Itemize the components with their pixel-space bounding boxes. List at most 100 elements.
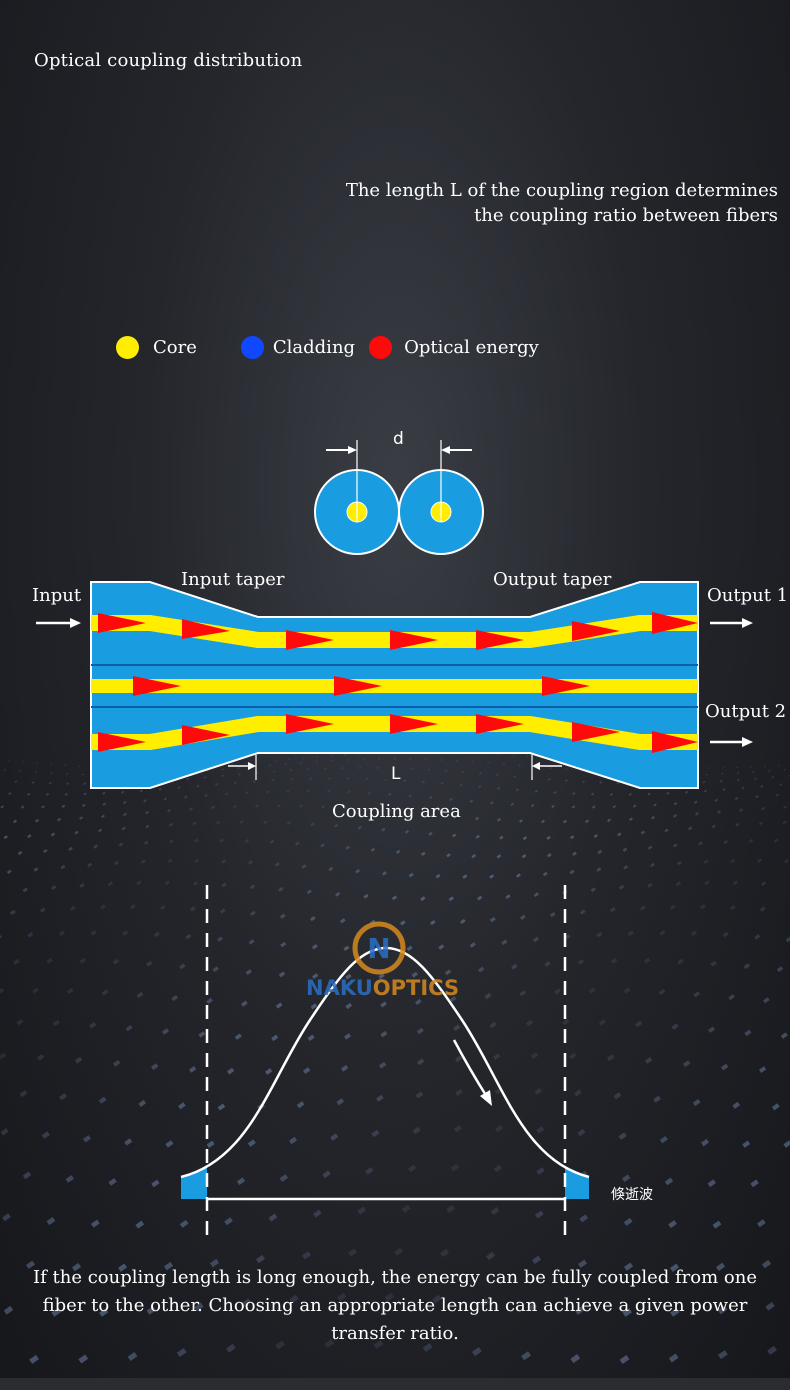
- background-dot: [236, 1177, 246, 1186]
- background-dot: [572, 851, 577, 856]
- background-dot: [757, 1219, 766, 1228]
- background-dot: [347, 1248, 358, 1257]
- background-dot: [329, 754, 333, 757]
- background-dot: [244, 838, 250, 844]
- background-dot: [46, 1217, 56, 1226]
- background-dot: [752, 771, 755, 774]
- legend-label-core: Core: [153, 337, 197, 358]
- energy-arrow-icon: [133, 676, 181, 696]
- background-dot: [346, 758, 350, 762]
- background-dot: [277, 803, 281, 808]
- legend-item-optical-energy: Optical energy: [369, 336, 539, 359]
- background-dot: [754, 777, 757, 781]
- background-dot: [502, 762, 506, 766]
- d-arrow-left-icon: [326, 446, 357, 454]
- background-dot: [408, 872, 414, 878]
- background-dot: [248, 939, 255, 945]
- background-dot: [101, 814, 105, 819]
- background-dot: [691, 930, 698, 937]
- background-dot: [765, 1302, 775, 1311]
- background-dot: [259, 760, 263, 763]
- background-dot: [676, 860, 682, 866]
- footer-description: If the coupling length is long enough, t…: [20, 1264, 770, 1348]
- background-dot: [183, 795, 188, 799]
- background-dot: [284, 762, 287, 766]
- background-dot: [526, 1019, 534, 1027]
- background-dot: [224, 792, 229, 796]
- background-dot: [490, 917, 496, 923]
- background-dot: [395, 849, 401, 855]
- background-dot: [302, 1251, 312, 1260]
- background-dot: [52, 1019, 60, 1027]
- background-dot: [36, 762, 39, 765]
- background-dot: [493, 1164, 502, 1173]
- background-dot: [435, 873, 441, 879]
- background-dot: [278, 971, 286, 978]
- energy-arrow-icon: [390, 714, 438, 734]
- background-dot: [673, 814, 677, 818]
- background-dot: [553, 790, 557, 794]
- background-dot: [355, 868, 361, 874]
- subtitle: The length L of the coupling region dete…: [298, 178, 778, 228]
- background-dot: [516, 873, 521, 878]
- background-dot: [98, 1308, 109, 1317]
- background-dot: [274, 759, 277, 762]
- background-dot: [421, 780, 426, 784]
- background-dot: [534, 789, 538, 793]
- background-dot: [194, 1302, 204, 1312]
- background-dot: [16, 1018, 24, 1026]
- background-dot: [618, 1132, 627, 1140]
- background-dot: [268, 1213, 278, 1222]
- background-dot: [544, 961, 551, 967]
- background-dot: [380, 1030, 388, 1038]
- background-dot: [549, 766, 553, 770]
- background-dot: [79, 816, 83, 820]
- background-dot: [477, 895, 483, 901]
- background-dot: [10, 909, 16, 916]
- background-dot: [453, 1024, 461, 1032]
- background-dot: [60, 864, 66, 870]
- background-dot: [93, 844, 99, 849]
- background-dot: [450, 1163, 460, 1172]
- background-dot: [56, 817, 61, 822]
- background-dot: [247, 1139, 256, 1147]
- background-dot: [125, 1024, 133, 1032]
- background-dot: [479, 1298, 490, 1308]
- background-dot: [341, 766, 345, 770]
- background-dot: [771, 775, 775, 779]
- background-dot: [422, 1342, 433, 1352]
- background-dot: [186, 777, 190, 781]
- background-dot: [404, 829, 410, 834]
- background-dot: [0, 987, 5, 995]
- optical-energy-dot-icon: [369, 336, 393, 359]
- background-dot: [710, 960, 717, 967]
- background-dot: [158, 787, 162, 791]
- background-dot: [334, 891, 341, 897]
- background-dot: [146, 1306, 157, 1315]
- background-dot: [206, 997, 213, 1005]
- background-dot: [196, 784, 200, 788]
- background-dot: [265, 1068, 273, 1075]
- background-dot: [505, 894, 511, 899]
- background-dot: [79, 883, 85, 888]
- background-dot: [627, 930, 634, 937]
- background-dot: [533, 892, 540, 897]
- background-dot: [719, 779, 723, 783]
- background-dot: [135, 1220, 145, 1229]
- background-dot: [496, 786, 501, 790]
- background-dot: [78, 1354, 89, 1364]
- energy-curve: [180, 946, 590, 1179]
- background-dot: [541, 819, 545, 824]
- background-dot: [391, 895, 398, 901]
- energy-arrow-icon: [542, 676, 590, 696]
- background-dot: [599, 781, 603, 785]
- background-dot: [521, 1351, 531, 1361]
- background-dot: [81, 803, 86, 808]
- background-dot: [271, 778, 275, 782]
- background-dot: [623, 1262, 634, 1271]
- background-dot: [672, 843, 678, 848]
- background-dot: [653, 803, 657, 807]
- background-dot: [415, 1091, 424, 1099]
- l-arrow-left-icon: [228, 762, 256, 770]
- background-dot: [490, 1207, 500, 1216]
